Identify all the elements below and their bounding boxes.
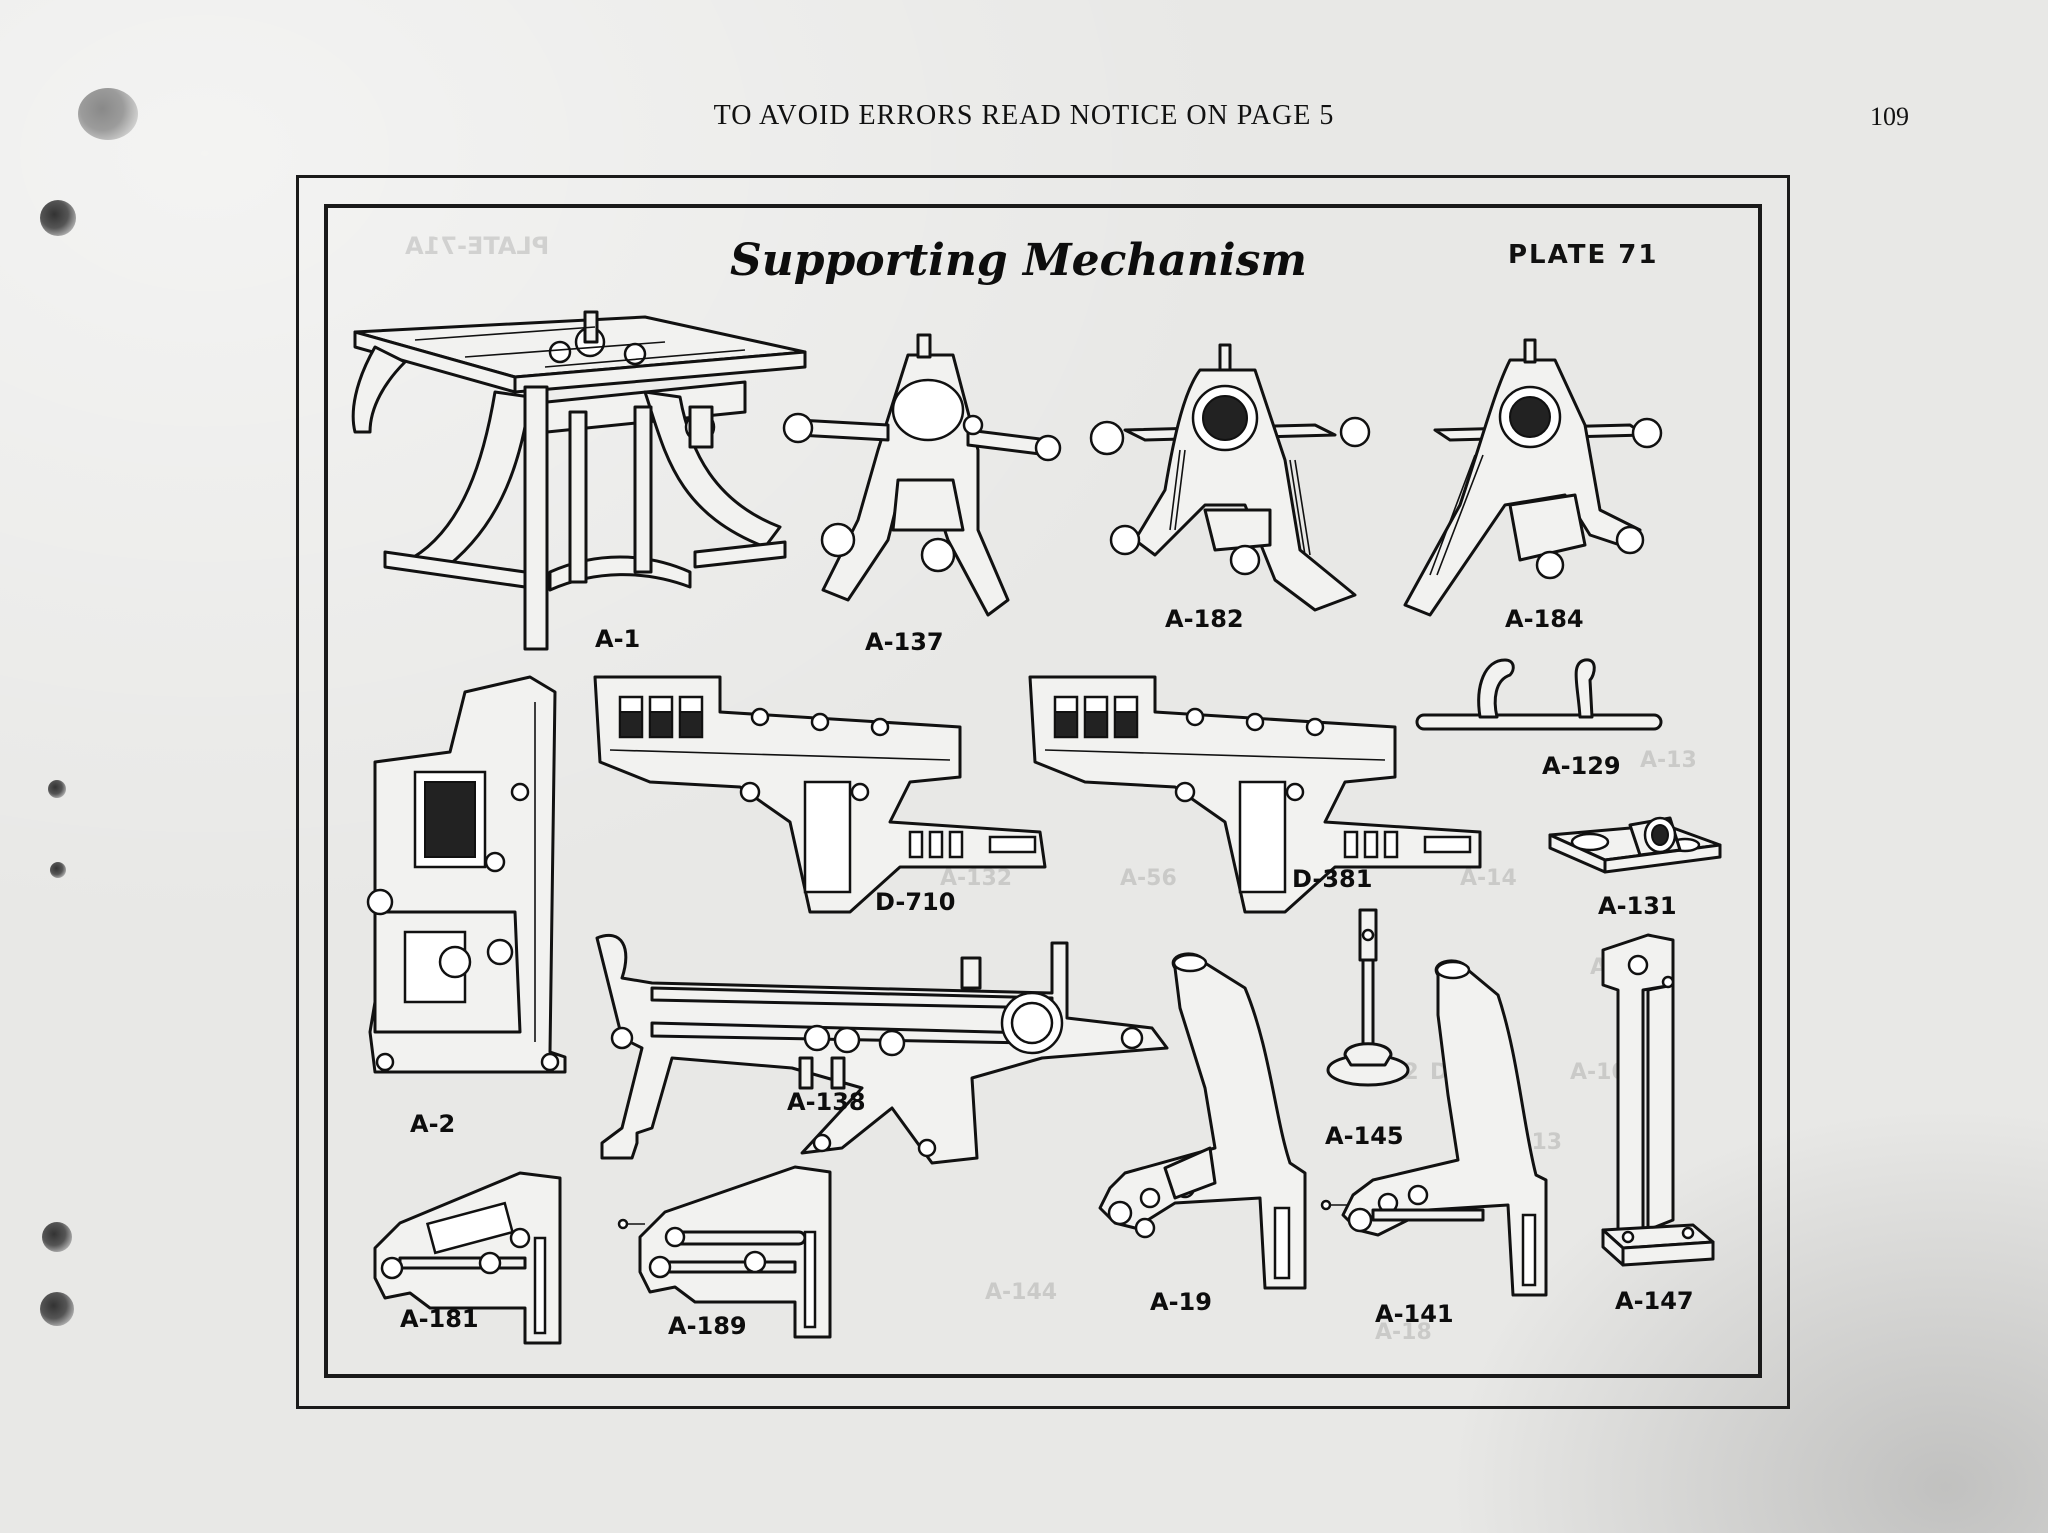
punch-hole xyxy=(40,1292,74,1326)
part-drawing-a-145 xyxy=(1325,905,1415,1090)
plate-outer-border xyxy=(296,175,1790,1409)
plate-inner-border xyxy=(324,204,1762,1378)
part-drawing-d-710 xyxy=(590,672,1050,917)
part-drawing-a-147 xyxy=(1598,930,1718,1270)
part-drawing-a-141 xyxy=(1318,955,1550,1305)
part-drawing-d-381 xyxy=(1025,672,1485,917)
bleed-through-text: A-132 xyxy=(940,866,1013,891)
part-label: A-184 xyxy=(1505,605,1584,633)
punch-hole xyxy=(42,1222,72,1252)
part-label: A-141 xyxy=(1375,1300,1454,1328)
bleed-through-text: A-18 xyxy=(1375,1320,1432,1345)
part-label: D-710 xyxy=(875,888,956,916)
bleed-through-text: PLATE-71A xyxy=(405,232,550,260)
plate-title: Supporting Mechanism xyxy=(730,235,1307,286)
part-drawing-a-129 xyxy=(1415,655,1665,740)
part-drawing-a-131 xyxy=(1545,810,1725,880)
part-label: A-2 xyxy=(410,1110,456,1138)
bleed-through-text: A-56 xyxy=(1120,866,1177,891)
part-label: A-129 xyxy=(1542,752,1621,780)
part-drawing-a-1 xyxy=(345,310,815,662)
plate-number: PLATE 71 xyxy=(1508,240,1659,270)
part-label: A-19 xyxy=(1150,1288,1212,1316)
part-label: A-182 xyxy=(1165,605,1244,633)
part-drawing-a-182 xyxy=(1085,340,1375,625)
punch-hole xyxy=(78,88,138,140)
part-drawing-a-137 xyxy=(778,330,1078,620)
part-label: D-381 xyxy=(1292,865,1373,893)
bleed-through-text: A-144 xyxy=(985,1280,1058,1305)
part-drawing-a-181 xyxy=(370,1168,565,1348)
part-drawing-a-189 xyxy=(615,1162,835,1342)
part-label: A-147 xyxy=(1615,1287,1694,1315)
part-label: A-131 xyxy=(1598,892,1677,920)
part-drawing-a-184 xyxy=(1385,335,1665,625)
punch-hole xyxy=(50,862,66,878)
part-drawing-a-2 xyxy=(355,672,575,1082)
part-label: A-189 xyxy=(668,1312,747,1340)
page-number: 109 xyxy=(1870,102,1909,131)
part-drawing-a-138 xyxy=(592,928,1172,1168)
punch-hole xyxy=(40,200,76,236)
part-label: A-1 xyxy=(595,625,641,653)
bleed-through-text: A-14 xyxy=(1460,866,1517,891)
punch-hole xyxy=(48,780,66,798)
bleed-through-text: A-13 xyxy=(1640,748,1697,773)
part-label: A-137 xyxy=(865,628,944,656)
part-label: A-145 xyxy=(1325,1122,1404,1150)
part-drawing-a-19 xyxy=(1095,948,1307,1298)
part-label: A-181 xyxy=(400,1305,479,1333)
part-label: A-138 xyxy=(787,1088,866,1116)
running-head: TO AVOID ERRORS READ NOTICE ON PAGE 5 xyxy=(713,100,1335,131)
